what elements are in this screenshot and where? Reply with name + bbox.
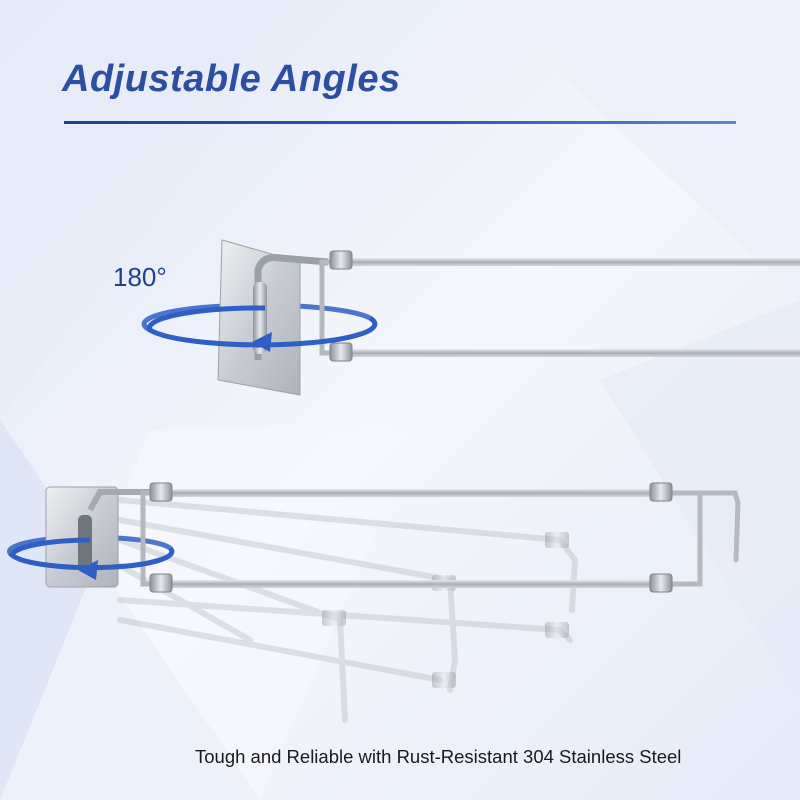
- caption-text: Tough and Reliable with Rust-Resistant 3…: [195, 746, 682, 767]
- title-divider: [64, 121, 736, 124]
- arrow-head-icon: [78, 560, 98, 580]
- lower-hanger: [7, 482, 741, 723]
- arrow-head-icon: [252, 332, 272, 352]
- rotation-angle-label: 180°: [113, 262, 167, 292]
- upper-hanger: [141, 239, 800, 396]
- rotation-arrow-front: [146, 305, 378, 348]
- page-title: Adjustable Angles: [62, 58, 401, 100]
